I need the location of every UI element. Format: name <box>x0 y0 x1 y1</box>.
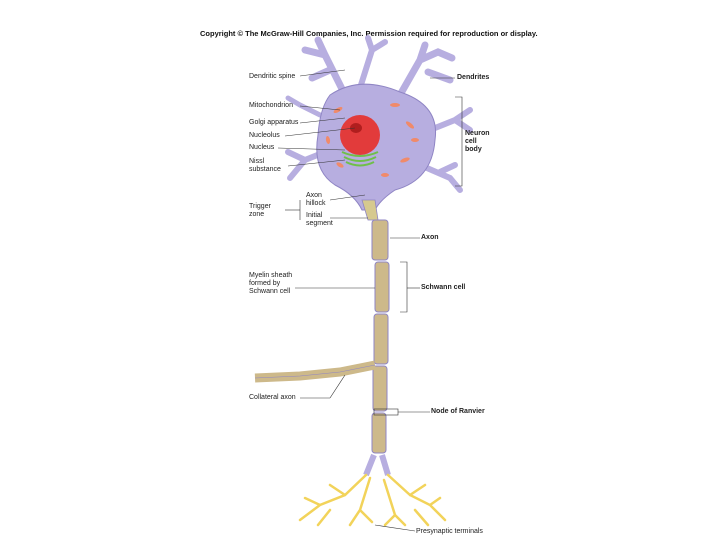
label-axon-hillock: Axon hillock <box>306 192 325 208</box>
label-trigger-zone: Trigger zone <box>249 203 271 219</box>
nucleolus <box>350 123 362 133</box>
label-presynaptic-terminals: Presynaptic terminals <box>416 528 483 536</box>
label-nucleus: Nucleus <box>249 144 274 152</box>
label-axon: Axon <box>421 234 439 242</box>
label-initial-segment: Initial segment <box>306 212 333 228</box>
label-dendrites: Dendrites <box>457 74 489 82</box>
label-collateral-axon: Collateral axon <box>249 394 296 402</box>
label-mitochondrion: Mitochondrion <box>249 102 293 110</box>
label-nissl: Nissl substance <box>249 158 281 174</box>
label-node-of-ranvier: Node of Ranvier <box>431 408 485 416</box>
nucleus <box>340 115 380 155</box>
label-dendritic-spine: Dendritic spine <box>249 73 295 81</box>
label-myelin-sheath: Myelin sheath formed by Schwann cell <box>249 272 292 296</box>
label-golgi: Golgi apparatus <box>249 119 298 127</box>
label-schwann-cell: Schwann cell <box>421 284 465 292</box>
label-nucleolus: Nucleolus <box>249 132 280 140</box>
presynaptic-terminals <box>300 475 445 525</box>
cell-body <box>317 84 436 210</box>
label-neuron-cell-body: Neuron cell body <box>465 130 490 154</box>
axon <box>255 220 389 475</box>
